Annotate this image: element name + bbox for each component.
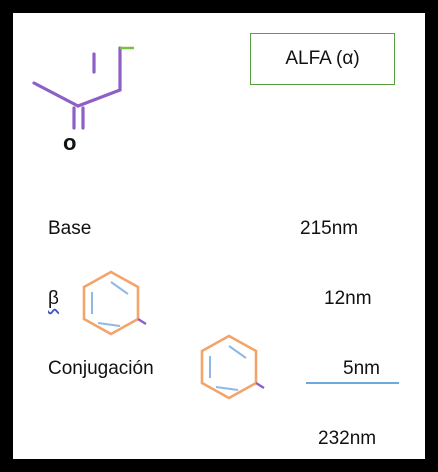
base-value: 215nm (300, 218, 359, 239)
base-label: Base (48, 218, 92, 239)
bond-middle (76, 88, 122, 108)
conjugacion-value: 5nm (343, 358, 380, 379)
oxygen-label: o (63, 130, 76, 155)
benzene-ring-beta (82, 270, 147, 336)
bond-left (32, 81, 80, 108)
alfa-box: ALFA (α) (250, 33, 395, 85)
alfa-label: ALFA (α) (285, 48, 360, 69)
carbonyl-structure: o (32, 46, 134, 155)
total-value: 232nm (318, 428, 377, 449)
beta-value: 12nm (324, 288, 372, 309)
benzene-ring-conjugacion (200, 334, 265, 400)
conjugacion-label: Conjugación (48, 358, 154, 379)
sum-line (306, 382, 399, 384)
beta-label: β (48, 288, 59, 309)
